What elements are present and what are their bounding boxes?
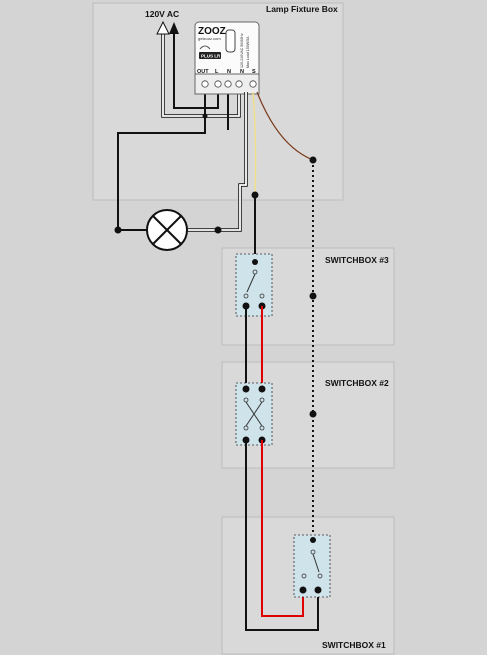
terminal-label-n1: N — [227, 69, 231, 75]
switch-2 — [235, 382, 273, 446]
wireless-icon — [199, 45, 211, 50]
terminal-label-l: L — [215, 69, 219, 75]
traveler-black-sb2-sb1 — [245, 440, 319, 631]
line-wire — [173, 92, 219, 109]
traveler-node-sb2 — [309, 410, 317, 418]
traveler-node-sb3 — [309, 292, 317, 300]
yellow-wire — [252, 91, 257, 196]
module-spec-1: 120-240VAC 50/60Hz — [240, 33, 244, 68]
module-button — [225, 29, 236, 53]
lamp-hot-wire — [117, 92, 206, 228]
module-brand: ZOOZ — [198, 26, 226, 37]
terminal-screws — [201, 80, 257, 88]
terminal-label-s: S — [252, 69, 256, 75]
switch-3 — [235, 253, 273, 317]
power-arrow-white — [156, 20, 170, 112]
zooz-relay-module: ZOOZ getzooz.com PLUS LR 120-240VAC 50/6… — [194, 21, 260, 95]
lamp-neutral-wire — [185, 92, 247, 231]
power-label: 120V AC — [145, 9, 179, 19]
terminal-label-n2: N — [240, 69, 244, 75]
lamp-node-left — [114, 226, 122, 234]
yellow-black-node — [251, 191, 259, 199]
neutral-wire — [162, 92, 240, 117]
power-arrow-black — [169, 22, 179, 100]
traveler-red-sb2-sb1 — [261, 440, 304, 617]
terminal-label-out: OUT — [197, 69, 209, 75]
module-site: getzooz.com — [198, 36, 221, 41]
module-spec-2: Max Load 150W/5A — [246, 36, 250, 68]
lamp-icon — [146, 209, 188, 251]
fixture-box-label: Lamp Fixture Box — [266, 4, 338, 14]
module-badge: PLUS LR — [201, 54, 221, 59]
switchbox-3-label: SWITCHBOX #3 — [325, 255, 389, 265]
switch-1 — [293, 534, 331, 598]
wire-junction — [202, 113, 208, 119]
traveler-node-top — [309, 156, 317, 164]
lamp-node-right — [214, 226, 222, 234]
switchbox-1-label: SWITCHBOX #1 — [322, 640, 386, 650]
switchbox-2-label: SWITCHBOX #2 — [325, 378, 389, 388]
brown-wire — [256, 91, 314, 161]
